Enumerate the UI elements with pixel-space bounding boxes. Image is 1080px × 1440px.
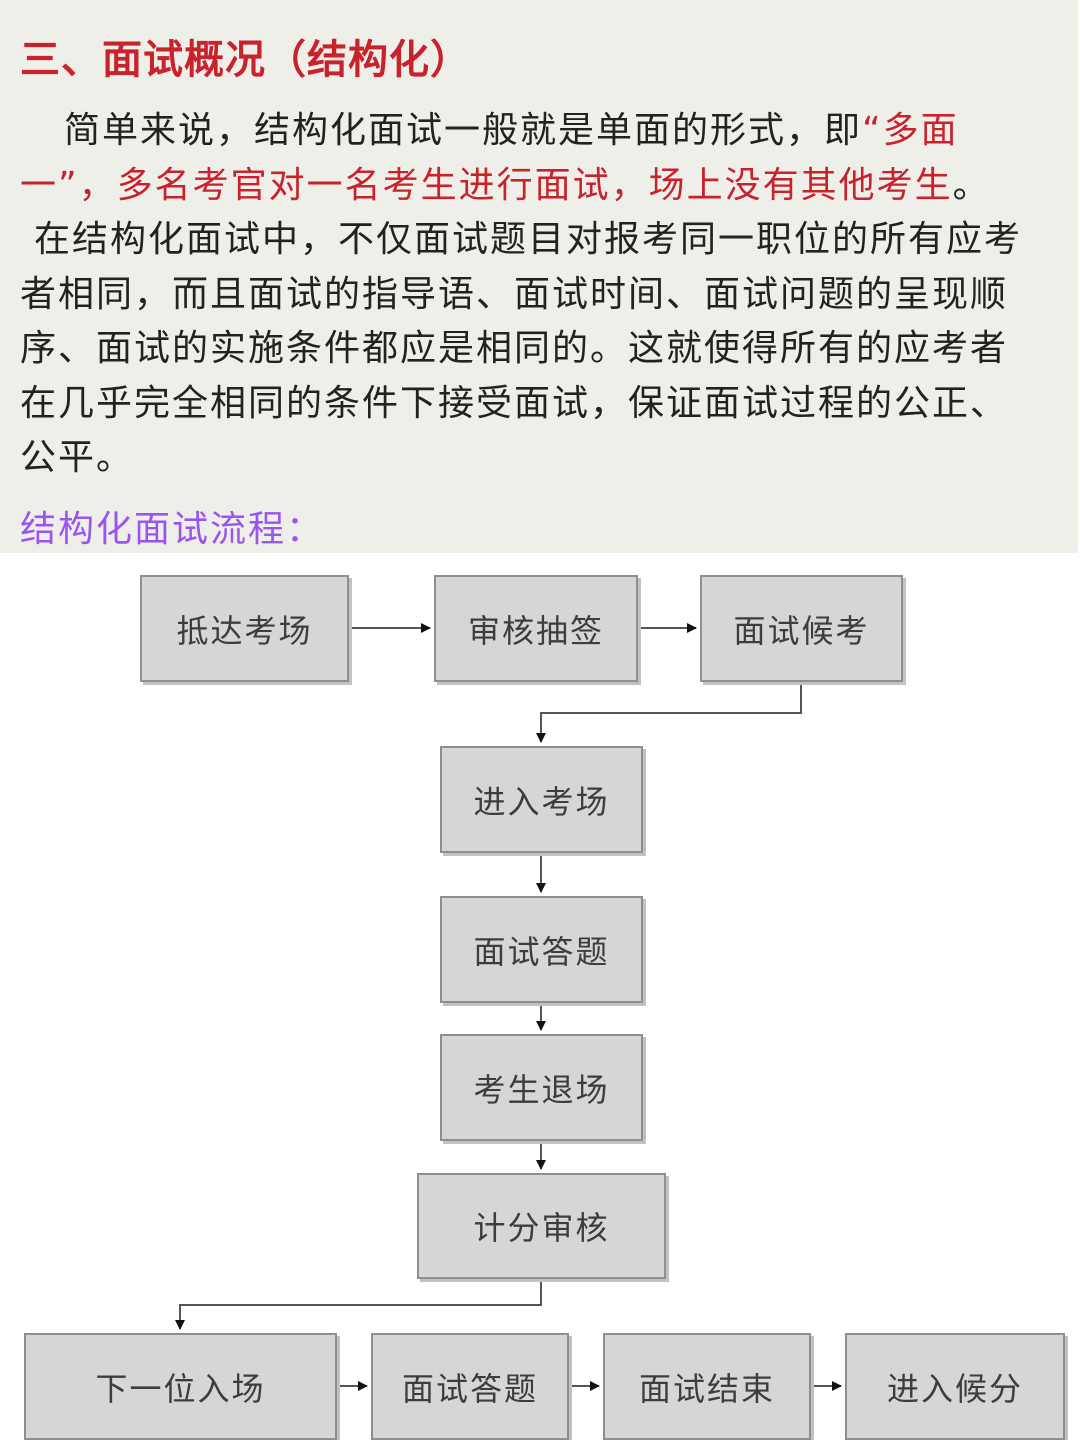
arrow-7-8 xyxy=(175,1279,542,1330)
para-line-2-highlight: 一”，多名考官对一名考生进行面试，场上没有其他考生 xyxy=(20,164,953,206)
arrow-3-4 xyxy=(536,682,802,743)
flowchart-connectors xyxy=(175,623,842,1391)
para-line-1-text: 简单来说，结构化面试一般就是单面的形式，即 xyxy=(64,110,863,151)
flow-step-answer: 面试答题 xyxy=(440,896,643,1003)
para-line-2-end: 。 xyxy=(952,164,991,206)
flow-step-scoring: 计分审核 xyxy=(417,1173,666,1279)
para-line-1-highlight: “多面 xyxy=(862,110,959,151)
flow-step-wait: 面试候考 xyxy=(700,575,903,682)
para-line-3: 在结构化面试中，不仅面试题目对报考同一职位的所有应考 xyxy=(34,219,1023,260)
para-line-6: 在几乎完全相同的条件下接受面试，保证面试过程的公正、 xyxy=(20,382,1009,424)
para-line-4: 者相同，而且面试的指导语、面试时间、面试问题的呈现顺 xyxy=(20,273,1009,315)
flow-step-next-enter: 下一位入场 xyxy=(24,1333,337,1440)
flow-title: 结构化面试流程： xyxy=(20,509,325,550)
section-heading: 三、面试概况（结构化） xyxy=(20,37,471,83)
flow-step-answer-2: 面试答题 xyxy=(371,1333,569,1440)
flow-step-await-score: 进入候分 xyxy=(845,1333,1065,1440)
intro-panel: 三、面试概况（结构化） 简单来说，结构化面试一般就是单面的形式，即“多面 一”，… xyxy=(0,0,1078,553)
para-line-1: 简单来说，结构化面试一般就是单面的形式，即“多面 xyxy=(20,104,1070,159)
flow-step-enter-room: 进入考场 xyxy=(440,746,643,853)
flow-step-arrive: 抵达考场 xyxy=(140,575,349,682)
intro-paragraph: 简单来说，结构化面试一般就是单面的形式，即“多面 一”，多名考官对一名考生进行面… xyxy=(20,104,1070,486)
para-line-7: 公平。 xyxy=(20,437,135,478)
para-line-5: 序、面试的实施条件都应是相同的。这就使得所有的应考者 xyxy=(20,328,1009,369)
para-line-2: 一”，多名考官对一名考生进行面试，场上没有其他考生。 xyxy=(20,159,1070,214)
flow-step-end: 面试结束 xyxy=(603,1333,811,1440)
flow-step-exit: 考生退场 xyxy=(440,1034,643,1141)
flow-step-review-draw: 审核抽签 xyxy=(434,575,638,682)
